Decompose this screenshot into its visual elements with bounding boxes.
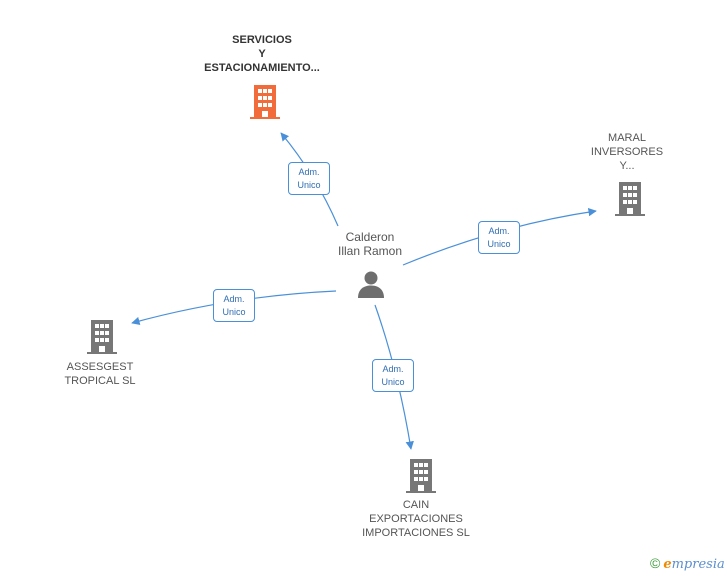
company-name-line: SERVICIOS [232, 34, 292, 46]
brand-logo-text: mpresia [671, 557, 725, 572]
relation-badge-cain[interactable]: Adm. Unico [372, 359, 414, 392]
person-name-line: Calderon [345, 230, 395, 244]
person-name-line: Illan Ramon [337, 244, 403, 258]
brand-logo-e: e [663, 557, 672, 572]
footer-brand[interactable]: ©empresia [650, 555, 725, 572]
relation-badge-assesgest[interactable]: Adm. Unico [213, 289, 255, 322]
relation-role: Adm. [223, 294, 245, 304]
company-name-line: ESTACIONAMIENTO... [204, 62, 320, 74]
company-label-maral[interactable]: MARAL INVERSORES Y... [580, 131, 674, 173]
person-icon[interactable] [357, 270, 385, 298]
copyright-icon: © [650, 555, 661, 571]
company-label-assesgest[interactable]: ASSESGEST TROPICAL SL [52, 360, 148, 388]
relation-role: Adm. [488, 226, 510, 236]
person-name-label[interactable]: Calderon Illan Ramon [320, 230, 420, 258]
company-name-line: INVERSORES [590, 146, 664, 158]
relation-badge-maral[interactable]: Adm. Unico [478, 221, 520, 254]
company-name-line: CAIN [402, 499, 430, 511]
company-name-line: Y [258, 48, 266, 60]
building-icon[interactable] [86, 320, 118, 354]
building-icon[interactable] [250, 85, 280, 119]
company-name-line: IMPORTACIONES SL [362, 527, 470, 539]
company-label-servicios[interactable]: SERVICIOS Y ESTACIONAMIENTO... [196, 33, 328, 75]
relation-badge-servicios[interactable]: Adm. Unico [288, 162, 330, 195]
company-name-line: MARAL [608, 132, 646, 144]
company-label-cain[interactable]: CAIN EXPORTACIONES IMPORTACIONES SL [356, 498, 476, 540]
company-name-line: EXPORTACIONES [369, 513, 463, 525]
relation-role: Adm. [382, 364, 404, 374]
relation-role: Unico [381, 377, 405, 387]
brand-logo: empresia [663, 557, 724, 572]
company-name-line: TROPICAL SL [64, 375, 136, 387]
building-icon[interactable] [405, 459, 437, 493]
relation-role: Unico [297, 180, 321, 190]
building-icon[interactable] [614, 182, 646, 216]
relation-role: Unico [222, 307, 246, 317]
company-name-line: ASSESGEST [66, 361, 134, 373]
company-name-line: Y... [619, 160, 635, 172]
relation-role: Unico [487, 239, 511, 249]
relation-role: Adm. [298, 167, 320, 177]
